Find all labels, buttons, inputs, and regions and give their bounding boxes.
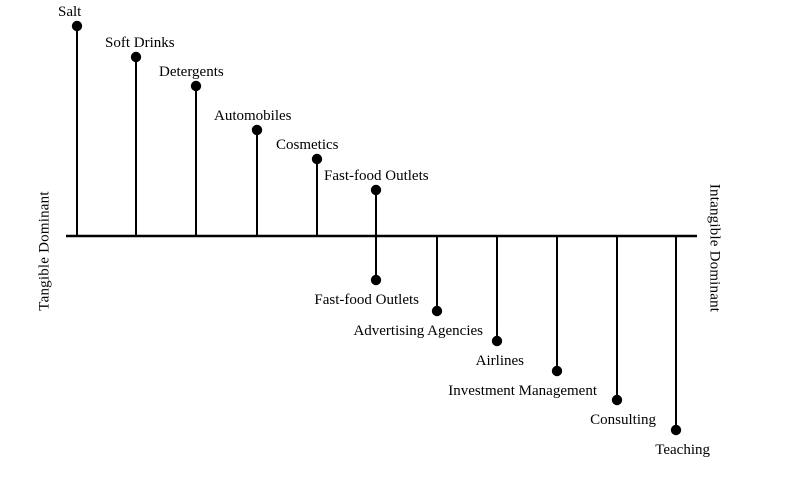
point-label: Consulting: [590, 412, 656, 428]
data-point-dot[interactable]: [251, 124, 263, 136]
data-point-dot[interactable]: [311, 153, 323, 165]
data-point-dot[interactable]: [130, 51, 142, 63]
dots-group: [71, 20, 682, 436]
point-label: Automobiles: [214, 108, 292, 124]
data-point-dot[interactable]: [71, 20, 83, 32]
point-label: Advertising Agencies: [353, 323, 483, 339]
axis-caption-intangible-dominant: Intangible Dominant: [706, 183, 723, 313]
point-label: Teaching: [655, 442, 710, 458]
point-label: Salt: [58, 4, 82, 20]
data-point-dot[interactable]: [670, 424, 682, 436]
stems-group: [76, 26, 677, 430]
point-label: Fast-food Outlets: [324, 168, 429, 184]
point-label: Detergents: [159, 64, 224, 80]
data-point-dot[interactable]: [190, 80, 202, 92]
data-point-dot[interactable]: [491, 335, 503, 347]
data-point-dot[interactable]: [551, 365, 563, 377]
point-label: Airlines: [475, 353, 524, 369]
point-label: Soft Drinks: [105, 35, 175, 51]
point-label: Fast-food Outlets: [314, 292, 419, 308]
data-point-dot[interactable]: [370, 274, 382, 286]
data-point-dot[interactable]: [431, 305, 443, 317]
data-point-dot[interactable]: [611, 394, 623, 406]
axis-caption-tangible-dominant: Tangible Dominant: [36, 191, 53, 311]
point-label: Investment Management: [448, 383, 597, 399]
data-point-dot[interactable]: [370, 184, 382, 196]
point-label: Cosmetics: [276, 137, 339, 153]
